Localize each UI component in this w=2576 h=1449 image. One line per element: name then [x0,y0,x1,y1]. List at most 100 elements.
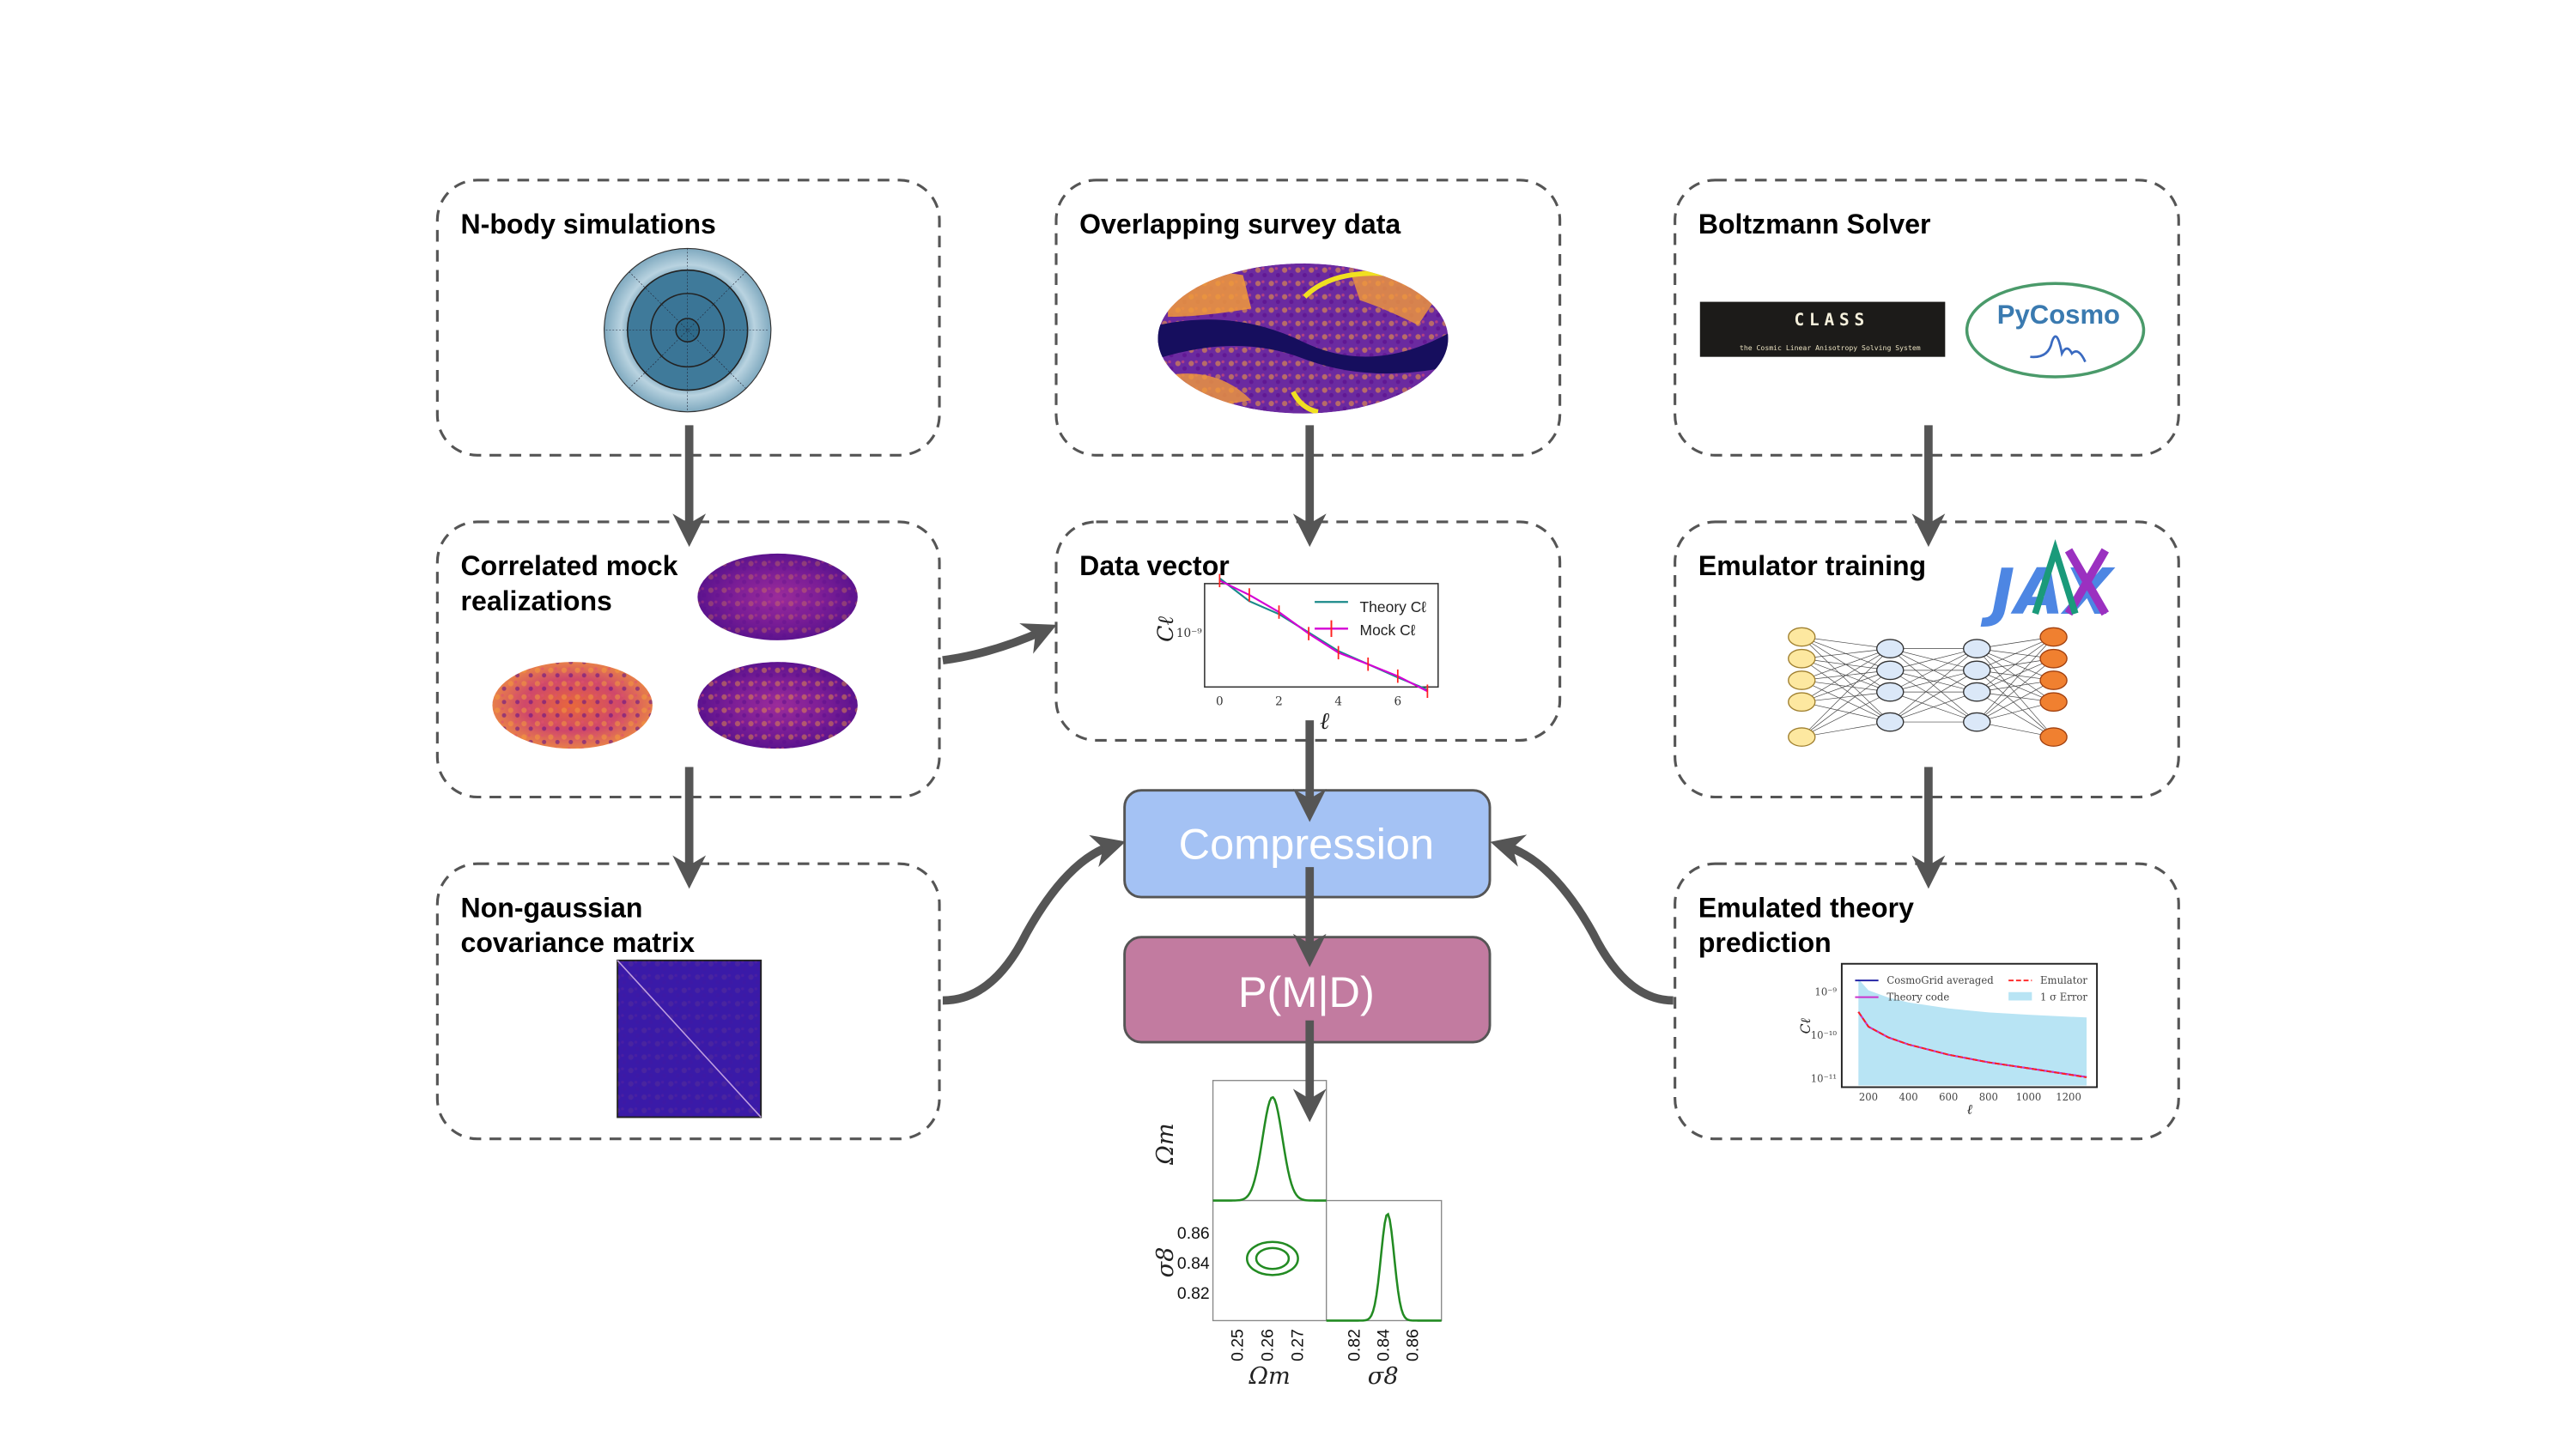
nn-edge [1801,648,1891,681]
nn-edge [1801,670,1891,703]
nn-node [1876,639,1905,658]
nn-edge [1801,691,1891,737]
nn-node [1788,627,1816,647]
corner-panel-joint [1212,1199,1327,1322]
nn-edge [1977,680,2054,723]
em-ytick: 10⁻⁹ [1814,986,1837,998]
svg-text:PyCosmo: PyCosmo [1997,300,2120,330]
sigma8-xtick: 0.86 [1404,1329,1423,1361]
nn-edge [1890,670,1978,723]
nn-node [1788,648,1816,669]
dv-xtick: 2 [1275,695,1283,709]
nn-edge [1977,658,2054,723]
corner-xlabel-sigma8: σ8 [1368,1363,1399,1390]
legend-mock: Mock Cℓ [1360,621,1416,639]
sigma8-ytick: 0.84 [1177,1254,1210,1273]
nn-node [1788,727,1816,747]
nn-edge [1890,648,1978,693]
dv-ytick: 10⁻⁹ [1176,627,1202,640]
nn-node [2039,670,2068,690]
nn-edge [1890,691,1978,723]
mock-line [1218,579,1428,693]
em-xtick: 1200 [2056,1091,2081,1103]
arrow-covariance-to-compression [942,834,1126,1005]
nn-edge [1801,691,1891,703]
dv-xtick: 4 [1334,695,1342,709]
nn-edge [1976,648,2054,737]
legend-label: Theory code [1886,991,1949,1003]
nn-edge [1801,670,1891,737]
nn-edge [1801,648,1891,737]
sigma8-xtick: 0.82 [1346,1329,1364,1361]
compression-label: Compression [1179,819,1435,868]
nn-node [2039,648,2068,669]
corner-panel-sigma8 [1325,1199,1443,1322]
omega-xtick: 0.25 [1229,1329,1248,1361]
class-logo: CLASS the Cosmic Linear Anisotropy Solvi… [1699,301,1946,357]
curve-emulator [1857,1011,2087,1079]
contour-1sigma [1255,1246,1291,1270]
dv-xlabel: ℓ [1320,708,1330,735]
corner-ylabel-sigma8: σ8 [1152,1247,1179,1278]
legend-label: 1 σ Error [2040,991,2087,1003]
legend-swatch [2008,991,2032,1001]
nn-edge [1890,648,1978,723]
em-xtick: 200 [1859,1091,1878,1103]
sigma8-marginal-curve [1326,1212,1442,1322]
nn-edge [1890,648,1978,671]
contour-2sigma [1246,1240,1299,1276]
nn-edge [1977,636,2054,693]
nn-edge [1977,658,2054,693]
corner-xlabel-omega: Ωm [1248,1363,1290,1390]
em-xlabel: ℓ [1967,1102,1973,1118]
posterior-box: P(M|D) [1123,936,1492,1044]
sigma8-ytick: 0.86 [1177,1224,1210,1243]
dv-ylabel: Cℓ [1153,616,1178,642]
nbody-lightcone-image [604,247,772,413]
omega-xtick: 0.26 [1259,1329,1278,1361]
nn-edge [1801,636,1891,723]
nn-node [1963,639,1991,658]
nn-edge [1977,691,2054,737]
em-xtick: 1000 [2016,1091,2042,1103]
nn-node [1788,670,1816,690]
pycosmo-logo: PyCosmo [1965,282,2146,379]
emulated-title-line1: Emulated theory [1698,892,1914,923]
nbody-title: N-body simulations [461,209,716,239]
svg-text:CLASS: CLASS [1794,310,1869,330]
omega-xtick: 0.27 [1288,1329,1307,1361]
survey-sky-map [1157,263,1449,414]
nn-node [2039,727,2068,747]
nn-node [1963,682,1991,702]
nn-edge [1977,670,2054,737]
nn-node [1963,660,1991,681]
arrow-emulated-to-compression [1490,834,1674,1005]
emulator-title: Emulator training [1698,550,1926,581]
covariance-title-line1: Non-gaussian [461,892,643,923]
mocks-title-line2: realizations [461,585,612,616]
em-xtick: 400 [1899,1091,1917,1103]
em-xtick: 800 [1979,1091,1998,1103]
em-xtick: 600 [1939,1091,1958,1103]
nn-edge [1801,648,1891,659]
sigma8-ytick: 0.82 [1177,1284,1210,1303]
mock-map-1 [697,553,858,640]
posterior-label: P(M|D) [1238,967,1375,1016]
nn-node [2039,692,2068,712]
legend-theory: Theory Cℓ [1360,598,1427,615]
survey-title: Overlapping survey data [1079,209,1401,239]
survey-box [1054,179,1562,457]
nn-node [1876,712,1905,732]
boltzmann-title: Boltzmann Solver [1698,209,1931,239]
sigma8-xtick: 0.84 [1375,1329,1394,1361]
omega-marginal-curve [1212,1095,1327,1202]
nn-edge [1976,636,2054,723]
nbody-box [435,179,941,457]
nn-edge [1801,658,1891,723]
covariance-matrix-image [617,959,762,1119]
nn-edge [1801,721,1891,737]
neural-network-diagram [1788,627,2068,747]
dv-xtick: 6 [1394,695,1401,709]
